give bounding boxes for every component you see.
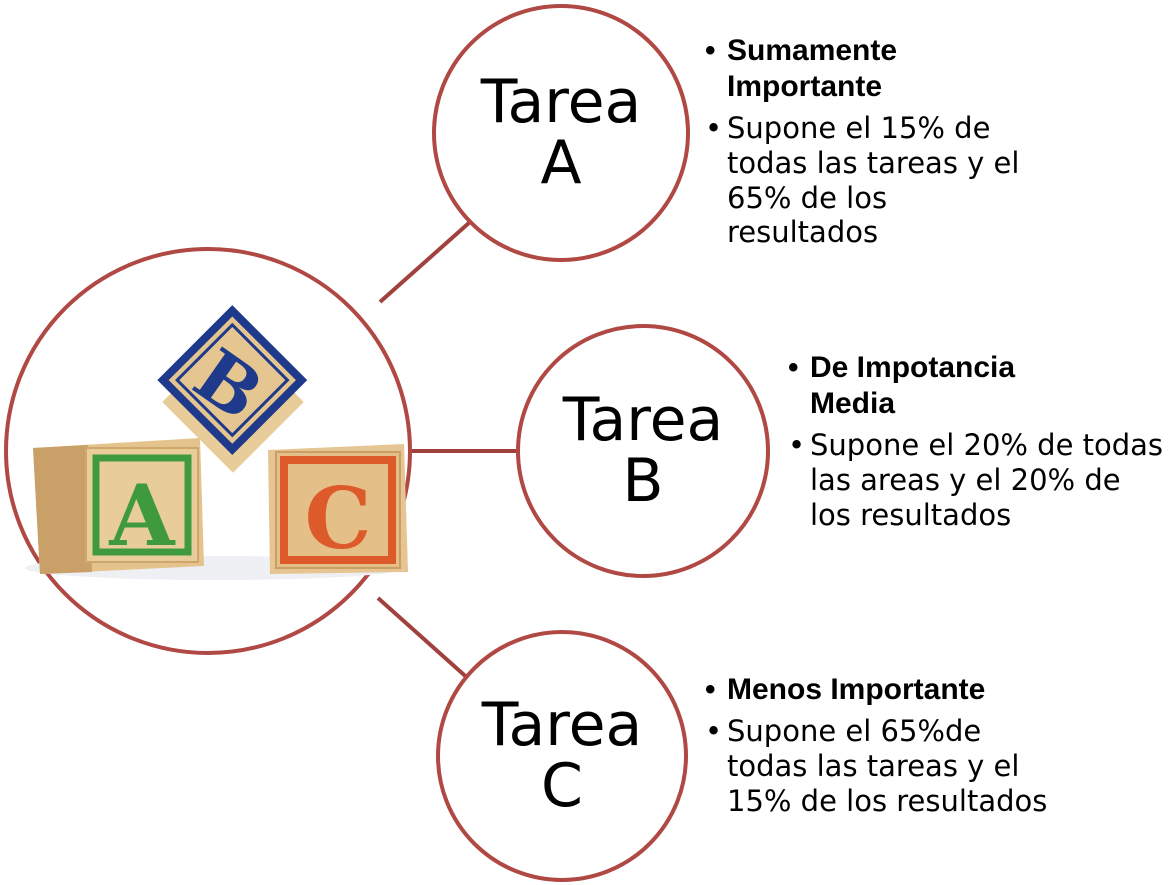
task-b-heading: De Impotancia Media bbox=[788, 350, 1168, 422]
task-b-bullets: De Impotancia Media Supone el 20% de tod… bbox=[788, 350, 1168, 538]
abc-blocks-illustration: A C B bbox=[25, 305, 408, 580]
task-a-title: Tarea A bbox=[441, 43, 681, 223]
task-b-title-line1: Tarea bbox=[562, 384, 724, 455]
svg-text:C: C bbox=[305, 469, 372, 568]
task-a-bullets: Sumamente Importante Supone el 15% de to… bbox=[705, 33, 1035, 256]
connector-c bbox=[376, 596, 474, 684]
task-c-heading: Menos Importante bbox=[705, 672, 1055, 708]
block-a: A bbox=[33, 438, 204, 574]
task-a-title-line2: A bbox=[540, 128, 582, 198]
svg-text:A: A bbox=[108, 466, 176, 565]
task-a-circle bbox=[432, 4, 690, 262]
connector-a bbox=[378, 220, 472, 304]
task-c-title-line1: Tarea bbox=[481, 689, 643, 760]
task-a-title-line1: Tarea bbox=[480, 66, 642, 137]
task-b-circle bbox=[516, 324, 770, 578]
task-b-title: Tarea B bbox=[523, 361, 763, 541]
task-b-title-line2: B bbox=[622, 446, 664, 516]
task-c-description: Supone el 65%de todas las tareas y el 15… bbox=[705, 714, 1055, 818]
block-c: C bbox=[268, 444, 408, 574]
task-c-title: Tarea C bbox=[442, 666, 682, 846]
task-a-description: Supone el 15% de todas las tareas y el 6… bbox=[705, 111, 1035, 250]
block-b: B bbox=[157, 305, 308, 473]
task-b-description: Supone el 20% de todas las areas y el 20… bbox=[788, 428, 1168, 532]
task-c-bullets: Menos Importante Supone el 65%de todas l… bbox=[705, 672, 1055, 824]
task-a-heading: Sumamente Importante bbox=[705, 33, 1035, 105]
task-c-circle bbox=[436, 630, 688, 882]
task-c-title-line2: C bbox=[541, 751, 583, 821]
